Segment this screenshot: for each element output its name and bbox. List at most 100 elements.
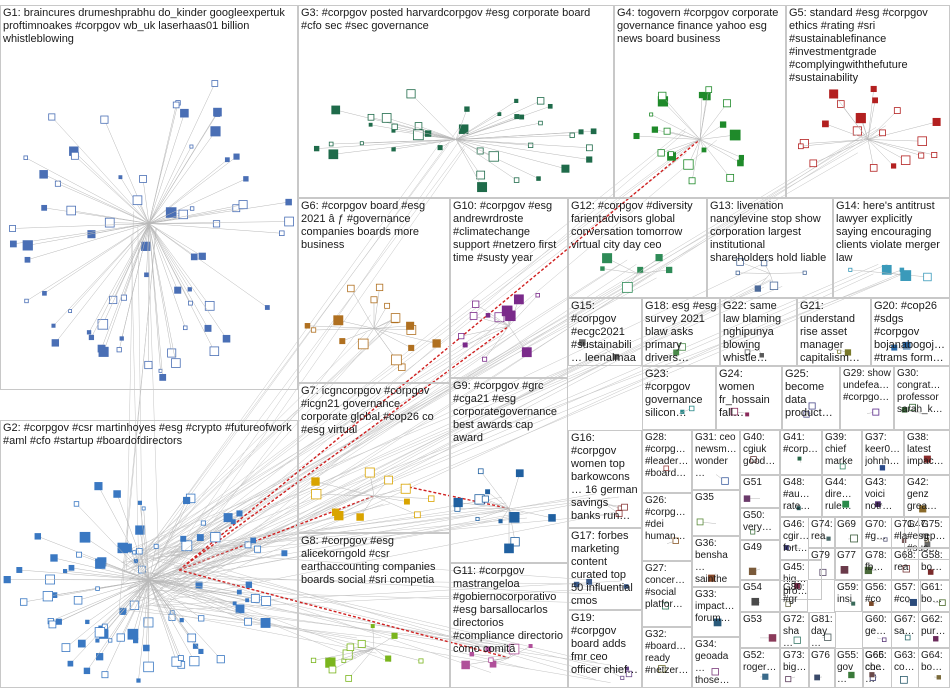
graph-node (655, 254, 663, 262)
graph-edge (97, 579, 150, 589)
graph-edge (500, 508, 510, 522)
group-label-g55: G55: gov… (837, 650, 859, 685)
graph-edge (606, 257, 638, 274)
node-cluster-g57 (905, 598, 917, 606)
graph-edge (84, 537, 150, 581)
graph-node (481, 495, 489, 503)
graph-edge (145, 264, 637, 592)
graph-node (180, 108, 189, 118)
graph-node (233, 153, 240, 160)
graph-node (602, 253, 613, 264)
graph-node (683, 159, 694, 170)
graph-node (159, 373, 167, 381)
graph-node (79, 531, 91, 543)
graph-node (736, 258, 744, 266)
graph-node (649, 112, 654, 117)
graph-node (113, 490, 121, 498)
node-cluster-g15 (579, 339, 620, 360)
graph-node (367, 113, 375, 121)
graph-edge (661, 139, 701, 154)
node-cluster-g41 (797, 456, 802, 463)
graph-node (713, 618, 722, 627)
node-cluster-g11 (461, 643, 533, 670)
graph-edge (825, 123, 869, 140)
graph-node (34, 533, 42, 540)
graph-node (936, 675, 942, 680)
node-cluster-g75 (924, 538, 935, 543)
graph-node (743, 495, 751, 502)
graph-node (331, 105, 341, 115)
graph-edge (315, 481, 375, 497)
graph-node (458, 124, 469, 134)
graph-node (881, 264, 892, 275)
group-box-g26: G26: #corpg… #dei human… (642, 493, 692, 561)
graph-node (498, 519, 503, 524)
graph-node (458, 333, 465, 340)
graph-edge (120, 579, 150, 638)
graph-node (745, 412, 750, 417)
graph-edge (373, 495, 418, 516)
graph-edge (488, 648, 510, 659)
graph-node (97, 344, 106, 353)
group-box-g49: G49 (740, 540, 780, 580)
graph-edge (148, 223, 191, 304)
graph-node (174, 286, 182, 294)
graph-node (204, 324, 212, 332)
group-box-g46: G46: cgir… fort… (780, 517, 822, 560)
graph-edge (508, 473, 521, 509)
node-cluster-g24 (730, 407, 750, 417)
node-cluster-g45 (794, 583, 802, 590)
graph-edge (152, 572, 592, 595)
graph-node (785, 676, 792, 683)
graph-edge (148, 146, 192, 224)
graph-node (39, 170, 48, 179)
graph-node (900, 676, 908, 684)
group-box-g35: G35 (692, 490, 740, 536)
graph-edge (148, 111, 218, 224)
graph-node (931, 152, 938, 159)
graph-edge (350, 288, 375, 329)
group-box-g63: G63: co… (891, 648, 919, 688)
graph-edge (699, 139, 731, 179)
group-label-g67: G67: sa… (894, 614, 916, 637)
graph-edge (338, 320, 375, 329)
graph-node (281, 550, 288, 557)
group-label-g10: G10: #corpgov #esg andrewrdroste #climat… (453, 200, 557, 264)
graph-edge (142, 178, 150, 224)
graph-edge (124, 272, 649, 572)
graph-node (927, 569, 934, 575)
graph-edge (132, 579, 150, 635)
group-box-g15: G15: #corpgov #ecgc2021 #sustainabili… l… (568, 298, 642, 366)
node-cluster-g6 (304, 283, 441, 371)
graph-edge (171, 493, 596, 570)
graph-node (735, 270, 740, 276)
node-cluster-g56 (869, 601, 878, 606)
node-cluster-g59 (847, 601, 856, 606)
graph-edge (373, 305, 388, 329)
node-cluster-g79 (819, 568, 827, 576)
node-cluster-g16 (604, 503, 628, 517)
graph-node (680, 409, 685, 414)
graph-edge (148, 548, 258, 581)
graph-edge (662, 101, 701, 140)
graph-edge (335, 495, 375, 513)
graph-edge (148, 131, 216, 224)
graph-edge (148, 536, 216, 581)
graph-node (613, 353, 620, 360)
graph-node (672, 537, 679, 544)
graph-node (143, 644, 150, 652)
group-label-g46: G46: cgir… fort… (783, 519, 810, 554)
graph-node (331, 508, 340, 516)
graph-node (212, 220, 221, 228)
group-box-g41: G41: #corp… (780, 430, 822, 475)
graph-node (48, 620, 57, 629)
group-box-g30: G30: congrat… professor sarah_k… (894, 366, 950, 430)
graph-node (279, 230, 285, 237)
graph-edge (769, 272, 805, 274)
graph-node (284, 216, 294, 227)
graph-edge (373, 325, 411, 329)
graph-edge (88, 223, 150, 333)
graph-node (924, 538, 929, 543)
group-label-g54: G54 (743, 582, 762, 593)
graph-node (528, 644, 533, 649)
